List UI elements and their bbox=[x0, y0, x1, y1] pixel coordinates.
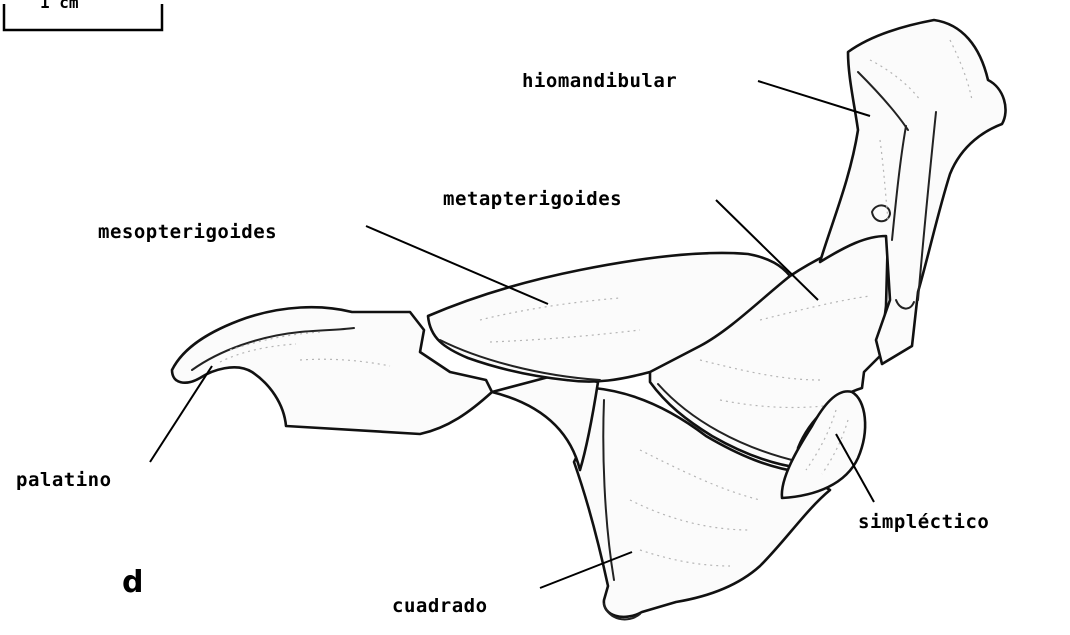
panel-letter: d bbox=[122, 565, 143, 600]
scale-bar-label: 1 cm bbox=[40, 0, 79, 12]
leader-mesopterigoides bbox=[366, 226, 548, 304]
label-cuadrado: cuadrado bbox=[392, 595, 488, 617]
label-palatino: palatino bbox=[16, 469, 112, 491]
label-hiomandibular: hiomandibular bbox=[522, 70, 677, 92]
ventral-strut bbox=[492, 374, 598, 470]
label-simplectico: simpléctico bbox=[858, 511, 989, 533]
label-mesopterigoides: mesopterigoides bbox=[98, 221, 277, 243]
scale-bar: 1 cm bbox=[4, 0, 162, 30]
label-metapterigoides: metapterigoides bbox=[443, 188, 622, 210]
